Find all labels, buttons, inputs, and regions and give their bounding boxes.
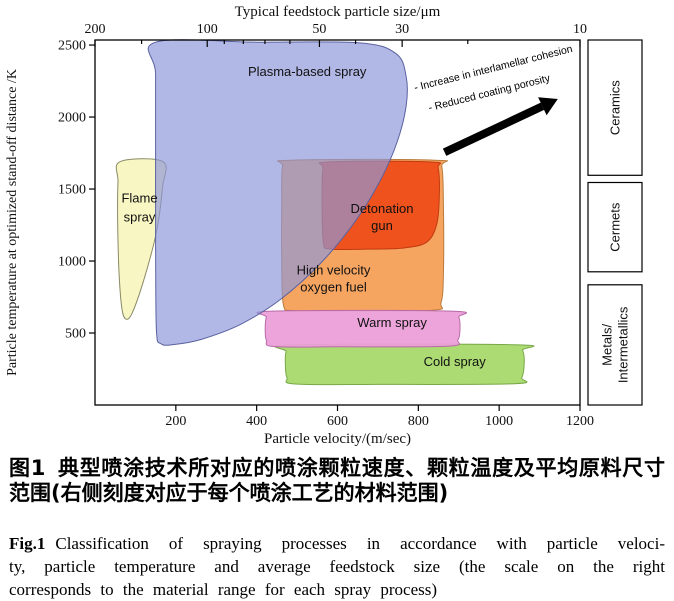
svg-text:oxygen fuel: oxygen fuel — [300, 279, 367, 294]
caption-zh-line1: 图1 典型喷涂技术所对应的喷涂颗粒速度、颗粒温度及平均原料尺寸 — [9, 456, 665, 481]
svg-text:1000: 1000 — [58, 255, 86, 270]
caption-en: Fig.1 Classification of spraying processe… — [9, 532, 665, 601]
svg-text:Detonation: Detonation — [351, 201, 414, 216]
svg-text:Flame: Flame — [121, 191, 157, 206]
region-cold-spray — [274, 343, 535, 386]
svg-text:10: 10 — [573, 22, 587, 37]
region-warm-spray — [256, 309, 468, 348]
tick-labels: 200 400 600 800 1000 1200 500 1000 1500 2000 2500 2… — [58, 22, 594, 429]
svg-text:High velocity: High velocity — [297, 263, 371, 278]
svg-text:200: 200 — [165, 414, 186, 429]
caption-en-line2: ty, particle temperature and average fee… — [9, 557, 665, 576]
material-label: Ceramics — [608, 80, 623, 135]
material-label: Metals/ — [600, 324, 615, 366]
caption-en-label: Fig.1 — [9, 534, 46, 553]
svg-text:400: 400 — [246, 414, 267, 429]
material-box — [587, 181, 643, 273]
region-plasma-based-spray — [147, 39, 408, 346]
caption-en-line1: Fig.1 Classification of spraying processe… — [9, 532, 665, 555]
top-axis-title: Typical feedstock particle size/μm — [235, 4, 441, 20]
svg-text:200: 200 — [85, 22, 106, 37]
svg-text:spray: spray — [124, 209, 156, 224]
caption-zh-line2: 范围(右侧刻度对应于每个喷涂工艺的材料范围) — [9, 481, 449, 505]
svg-text:1000: 1000 — [485, 414, 513, 429]
process-regions — [115, 39, 535, 386]
svg-text:30: 30 — [395, 22, 409, 37]
caption-en-text1: Classification of spraying processes in … — [55, 534, 665, 553]
x-axis-title: Particle velocity/(m/sec) — [264, 431, 411, 447]
svg-text:1500: 1500 — [58, 183, 86, 198]
axis-ticks — [89, 40, 581, 411]
svg-text:50: 50 — [312, 22, 326, 37]
annotation-text: - Increase in interlamellar cohesion- Re… — [413, 43, 574, 114]
svg-text:600: 600 — [327, 414, 348, 429]
svg-text:2000: 2000 — [58, 111, 86, 126]
svg-text:2500: 2500 — [58, 39, 86, 54]
figure-caption: 图1 典型喷涂技术所对应的喷涂颗粒速度、颗粒温度及平均原料尺寸 范围(右侧刻度对应… — [0, 450, 674, 601]
material-label: Intermetallics — [616, 306, 631, 383]
material-box — [587, 39, 643, 176]
material-label: Cermets — [608, 202, 623, 252]
svg-text:Plasma-based spray: Plasma-based spray — [248, 64, 367, 79]
annotation-arrow-head — [538, 97, 558, 116]
annotation-arrow-shaft — [442, 102, 545, 156]
caption-en-line3: corresponds to the material range for ea… — [9, 580, 438, 599]
svg-text:800: 800 — [408, 414, 429, 429]
svg-text:Warm spray: Warm spray — [357, 315, 427, 330]
caption-zh: 图1 典型喷涂技术所对应的喷涂颗粒速度、颗粒温度及平均原料尺寸 范围(右侧刻度对应… — [9, 456, 665, 506]
caption-zh-label: 图1 — [9, 456, 46, 480]
svg-text:1200: 1200 — [566, 414, 594, 429]
svg-text:100: 100 — [197, 22, 218, 37]
svg-text:500: 500 — [65, 327, 86, 342]
caption-zh-text1: 典型喷涂技术所对应的喷涂颗粒速度、颗粒温度及平均原料尺寸 — [57, 456, 665, 480]
svg-text:gun: gun — [371, 218, 393, 233]
material-box — [587, 284, 643, 406]
y-axis-title: Particle temperature at optimized stand-… — [5, 69, 20, 376]
svg-text:Cold spray: Cold spray — [424, 354, 487, 369]
